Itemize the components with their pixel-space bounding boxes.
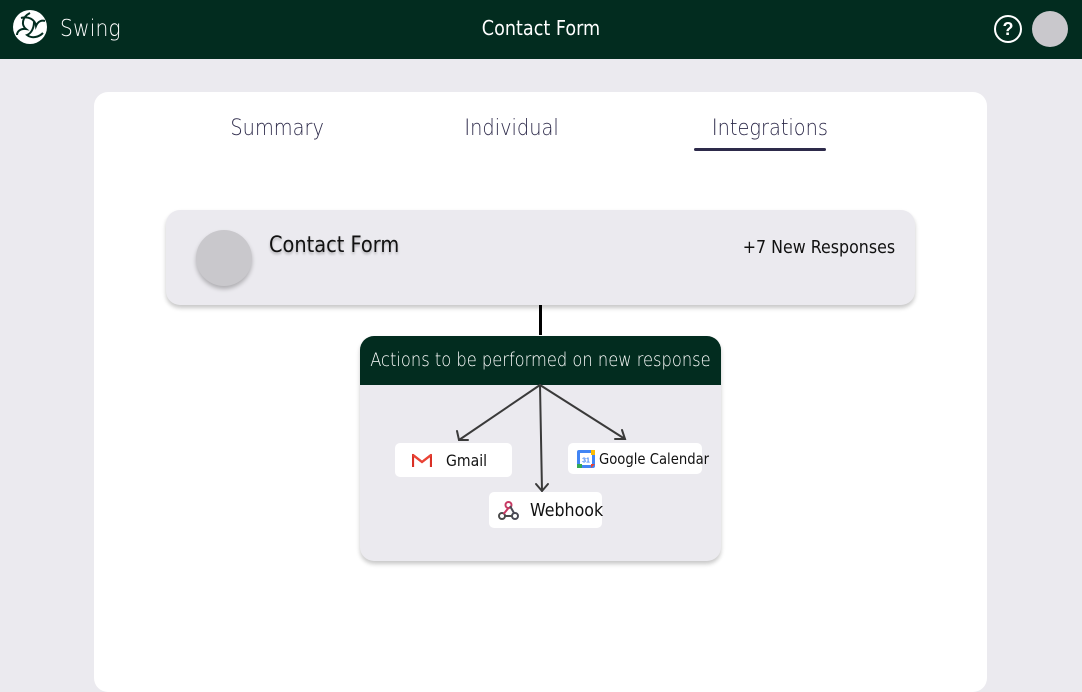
actions-header-text: Actions to be performed on new response [370,350,711,371]
action-arrows [456,384,627,493]
actions-header: Actions to be performed on new response [360,336,721,385]
form-card[interactable]: Contact Form +7 New Responses [166,210,915,305]
gmail-action[interactable]: Gmail [395,443,512,477]
google-calendar-icon: 31 [576,449,596,469]
brand[interactable]: Swing [12,9,129,50]
question-circle-icon: ? [1002,18,1014,39]
page-title: Contact Form [481,16,601,40]
webhook-action[interactable]: Webhook [489,492,604,528]
tab-individual[interactable]: Individual [464,116,559,141]
webhook-label: Webhook [530,499,604,521]
gmail-icon [411,452,433,468]
form-avatar [196,230,252,286]
tab-integrations[interactable]: Integrations [711,116,829,141]
form-title: Contact Form [269,233,400,258]
app-name: Swing [60,16,121,42]
svg-text:31: 31 [582,457,590,464]
user-avatar[interactable] [1032,11,1068,47]
tab-summary[interactable]: Summary [230,116,324,141]
google-calendar-label: Google Calendar [599,449,710,468]
top-bar: Swing Contact Form ? [0,0,1082,59]
new-responses-count: +7 New Responses [742,237,895,258]
google-calendar-action[interactable]: 31 Google Calendar [568,443,709,474]
main-card: Summary Individual Integrations Contact … [94,92,987,692]
gmail-label: Gmail [446,450,488,470]
swing-logo-icon [12,9,48,50]
actions-panel: Actions to be performed on new response … [360,336,721,561]
active-tab-indicator [694,148,826,151]
webhook-icon [498,500,519,521]
connector-line [539,305,542,335]
help-button[interactable]: ? [994,15,1022,43]
